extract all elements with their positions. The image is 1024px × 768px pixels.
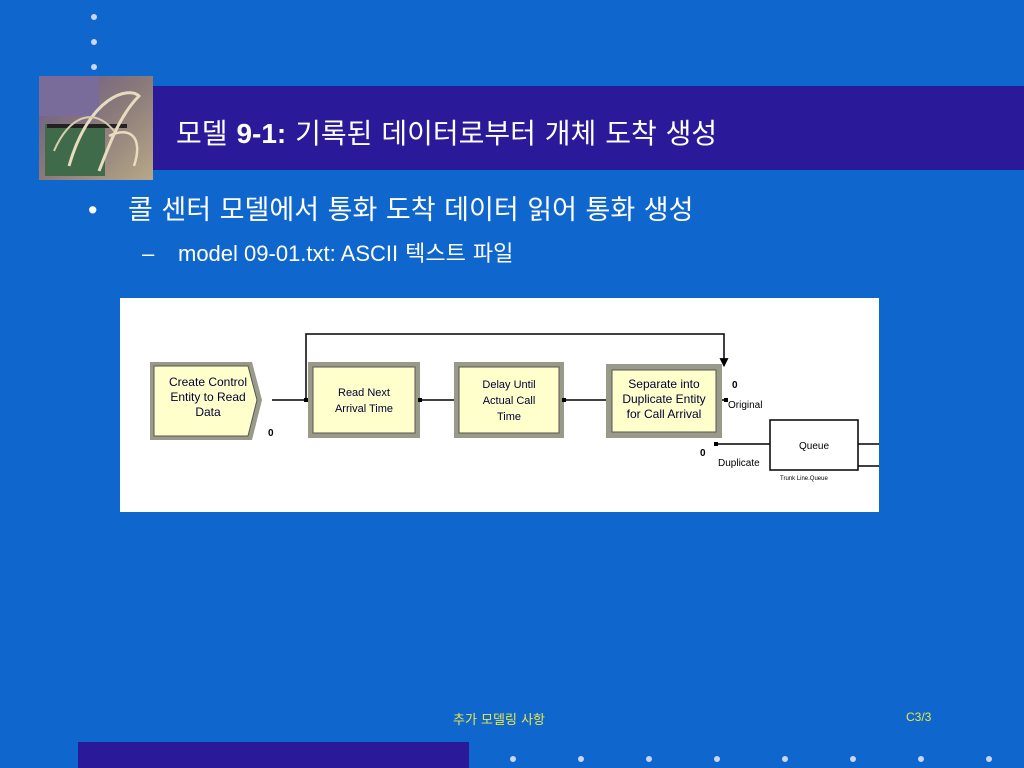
decor-dot [91,14,97,20]
duplicate-counter: 0 [700,448,706,459]
duplicate-exit-label: Duplicate [718,458,760,469]
connector-loop [305,333,725,400]
delay-module[interactable]: Delay Until Actual Call Time [454,362,564,438]
delay-label-line2: Actual Call [483,395,536,407]
create-label-line3: Data [195,405,221,419]
slide-title: 모델 9-1: 기록된 데이터로부터 개체 도착 생성 [176,117,718,150]
original-counter: 0 [732,380,738,391]
bullet-item: • 콜 센터 모델에서 통화 도착 데이터 읽어 통화 생성 [88,188,693,227]
decor-dot [986,756,992,762]
read-label-line1: Read Next [338,387,390,399]
sub-bullet-text-en: model 09-01.txt: ASCII [178,241,399,266]
bullet-text: 콜 센터 모델에서 통화 도착 데이터 읽어 통화 생성 [128,195,694,226]
create-counter: 0 [268,428,274,439]
decor-dot [578,756,584,762]
decor-dot [782,756,788,762]
separate-module[interactable]: Separate into Duplicate Entity for Call … [606,364,722,438]
footer-bar [78,742,469,768]
delay-label-line1: Delay Until [482,379,535,391]
title-band [153,86,1024,170]
logo-image [39,76,153,180]
decor-dot [510,756,516,762]
decor-dot [918,756,924,762]
queue-sub-label: Trunk Line.Queue [780,476,828,482]
footer-section-title: 추가 모델링 사항 [453,713,545,728]
create-label-line2: Entity to Read [170,390,245,404]
read-label-line2: Arrival Time [335,403,393,415]
sub-bullet-item: –model 09-01.txt: ASCII 텍스트 파일 [142,236,513,268]
separate-label-line2: Duplicate Entity [622,392,705,406]
sub-bullet-text-ko: 텍스트 파일 [405,242,514,267]
create-module[interactable]: Create Control Entity to Read Data [150,362,262,440]
decor-dot [91,64,97,70]
create-label-line1: Create Control [169,375,247,389]
decor-dot [91,39,97,45]
footer-page-number: C3/3 [906,710,932,724]
original-exit-label: Original [728,400,762,411]
separate-label-line3: for Call Arrival [627,407,702,421]
decor-dot [850,756,856,762]
delay-label-line3: Time [497,411,521,423]
queue-label: Queue [799,441,829,452]
bullet-marker: • [88,195,98,225]
separate-label-line1: Separate into [628,377,700,391]
read-module[interactable]: Read Next Arrival Time [308,362,420,438]
decor-dot [714,756,720,762]
queue-module[interactable]: Queue [769,419,859,471]
flowchart-diagram: Create Control Entity to Read Data 0 Rea… [120,298,879,512]
sub-bullet-marker: – [142,241,155,266]
decor-dot [646,756,652,762]
